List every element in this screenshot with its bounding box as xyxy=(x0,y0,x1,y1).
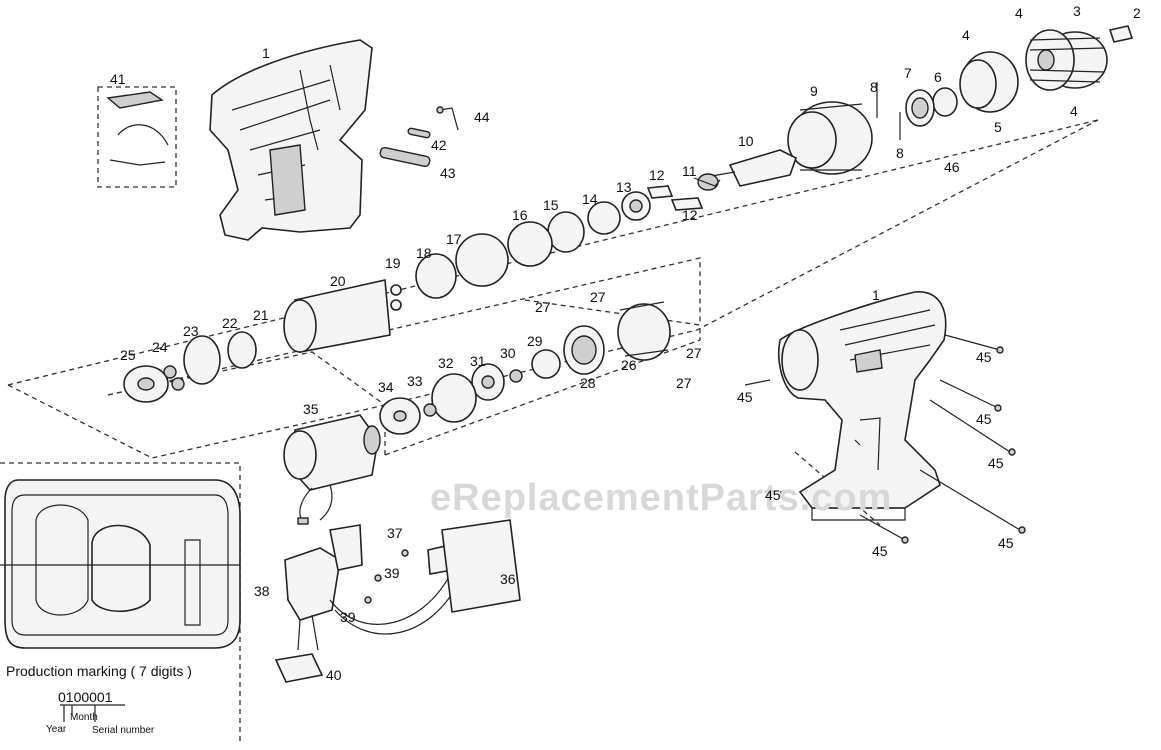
part-label: 14 xyxy=(582,191,598,207)
part-label: 18 xyxy=(416,245,432,261)
battery-inset xyxy=(0,479,241,722)
part-label: 17 xyxy=(446,231,462,247)
part-label: 24 xyxy=(152,339,168,355)
gear-train-row xyxy=(123,185,704,403)
part-label: 16 xyxy=(512,207,528,223)
switch-38 xyxy=(274,524,461,683)
battery-inset-text: Production marking ( 7 digits ) 0100001 … xyxy=(6,663,192,736)
part-label: 7 xyxy=(904,65,912,81)
code-serial-label: Serial number xyxy=(92,725,155,736)
part-label: 22 xyxy=(222,315,238,331)
part-label: 27 xyxy=(535,299,551,315)
part-label: 15 xyxy=(543,197,559,213)
production-marking-label: Production marking ( 7 digits ) xyxy=(6,663,192,679)
part-label: 4 xyxy=(1015,5,1023,21)
part-label: 46 xyxy=(944,159,960,175)
housing-half-left xyxy=(209,39,373,241)
part-label: 5 xyxy=(994,119,1002,135)
part-label: 33 xyxy=(407,373,423,389)
chuck-assembly xyxy=(693,25,1134,191)
code-month-label: Month xyxy=(70,712,98,723)
part-label: 30 xyxy=(500,345,516,361)
part-label: 39 xyxy=(340,609,356,625)
part-label: 4 xyxy=(962,27,970,43)
part-label: 10 xyxy=(738,133,754,149)
clutch-row xyxy=(379,301,671,435)
part-label: 34 xyxy=(378,379,394,395)
part-label: 36 xyxy=(500,571,516,587)
part-label: 1 xyxy=(872,287,880,303)
part-label: 1 xyxy=(262,45,270,61)
part-label: 3 xyxy=(1073,3,1081,19)
part-labels: 1 41 44 42 43 2 3 4 4 4 5 6 7 8 8 9 46 1… xyxy=(110,3,1141,683)
part-label: 27 xyxy=(590,289,606,305)
part-label: 35 xyxy=(303,401,319,417)
part-label: 12 xyxy=(682,207,698,223)
part-label: 45 xyxy=(765,487,781,503)
part-label: 20 xyxy=(330,273,346,289)
part-label: 27 xyxy=(676,375,692,391)
part-label: 28 xyxy=(580,375,596,391)
small-hardware xyxy=(379,106,459,168)
housing-half-right xyxy=(778,291,947,521)
part-label: 45 xyxy=(737,389,753,405)
part-label: 38 xyxy=(254,583,270,599)
part-label: 40 xyxy=(326,667,342,683)
part-label: 37 xyxy=(387,525,403,541)
part-label: 19 xyxy=(385,255,401,271)
motor-35 xyxy=(283,414,381,525)
watermark: eReplacementParts.com xyxy=(430,477,892,519)
part-label: 45 xyxy=(976,411,992,427)
part-label: 25 xyxy=(120,347,136,363)
part-label: 26 xyxy=(621,357,637,373)
part-label: 45 xyxy=(988,455,1004,471)
code-year-label: Year xyxy=(46,724,67,735)
part-label: 8 xyxy=(870,79,878,95)
screws-45 xyxy=(744,334,1026,544)
part-label: 43 xyxy=(440,165,456,181)
part-label: 27 xyxy=(686,345,702,361)
part-label: 6 xyxy=(934,69,942,85)
clip-41 xyxy=(106,91,169,166)
part-label: 11 xyxy=(682,163,697,179)
part-label: 39 xyxy=(384,565,400,581)
production-code: 0100001 xyxy=(58,689,113,705)
part-label: 44 xyxy=(474,109,490,125)
part-label: 8 xyxy=(896,145,904,161)
part-label: 9 xyxy=(810,83,818,99)
label-plate-36 xyxy=(441,519,521,613)
part-label: 13 xyxy=(616,179,632,195)
part-label: 12 xyxy=(649,167,665,183)
part-label: 45 xyxy=(872,543,888,559)
part-label: 45 xyxy=(976,349,992,365)
part-label: 21 xyxy=(253,307,269,323)
part-label: 23 xyxy=(183,323,199,339)
part-label: 45 xyxy=(998,535,1014,551)
part-label: 4 xyxy=(1070,103,1078,119)
part-label: 32 xyxy=(438,355,454,371)
part-label: 42 xyxy=(431,137,447,153)
part-label: 41 xyxy=(110,71,126,87)
part-label: 31 xyxy=(470,353,486,369)
part-label: 29 xyxy=(527,333,543,349)
part-label: 2 xyxy=(1133,5,1141,21)
